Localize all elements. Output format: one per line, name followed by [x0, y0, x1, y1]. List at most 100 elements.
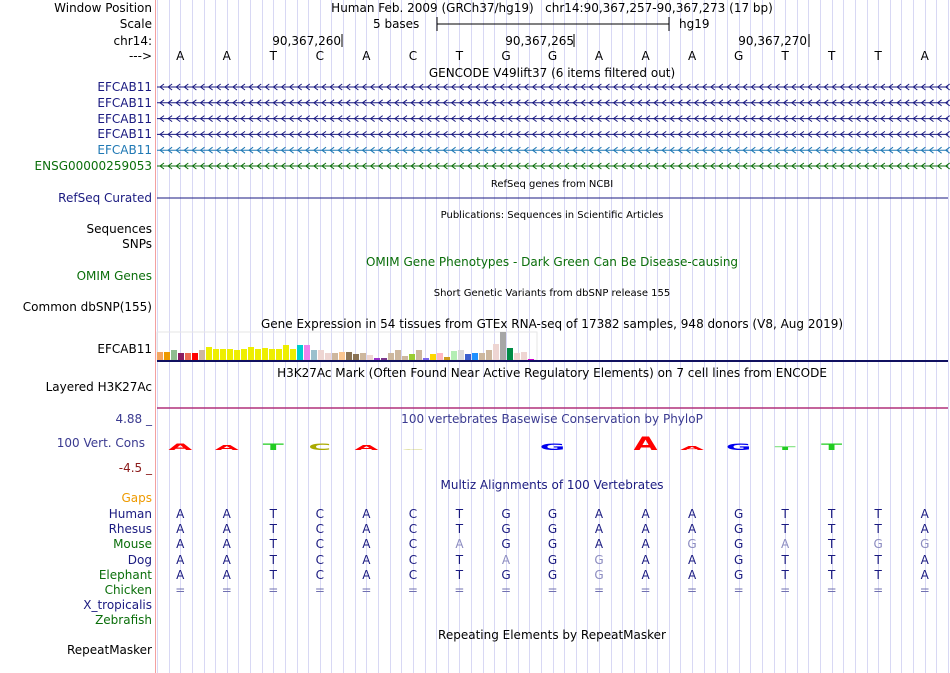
strand-arrow-icon: [159, 162, 950, 170]
species-label[interactable]: Zebrafish: [95, 613, 152, 628]
grid-line: [634, 0, 635, 673]
grid-line: [587, 0, 588, 673]
base-letter: T: [269, 49, 277, 63]
window-position: Human Feb. 2009 (GRCh37/hg19) chr14:90,3…: [331, 1, 773, 15]
gtex-bar: [507, 348, 513, 360]
gene-label[interactable]: ENSG00000259053: [34, 159, 152, 173]
alignment-base: A: [687, 567, 697, 582]
alignment-base: T: [455, 552, 464, 567]
grid-line: [797, 0, 798, 673]
alignment-base: A: [641, 522, 650, 537]
window-position-label: Window Position: [54, 1, 152, 15]
h3k27ac-label[interactable]: Layered H3K27Ac: [45, 380, 152, 394]
dbsnp-title[interactable]: Short Genetic Variants from dbSNP releas…: [433, 288, 671, 299]
omim-title[interactable]: OMIM Gene Phenotypes - Dark Green Can Be…: [365, 255, 739, 269]
grid-line: [390, 0, 391, 673]
conservation-letter: A: [354, 444, 379, 452]
publications-title[interactable]: Publications: Sequences in Scientific Ar…: [440, 210, 664, 221]
conservation-letter: T: [775, 446, 796, 451]
alignment-base: G: [501, 507, 511, 521]
alignment-base: A: [455, 537, 464, 552]
alignment-base: G: [594, 552, 604, 567]
grid-line: [273, 0, 274, 673]
gtex-bar: [164, 352, 170, 360]
gtex-bar: [367, 355, 373, 360]
phylop-title[interactable]: 100 vertebrates Basewise Conservation by…: [401, 412, 703, 426]
gtex-bar: [185, 353, 191, 360]
grid-line: [471, 0, 472, 673]
alignment-base: G: [733, 567, 744, 582]
strand-label: --->: [128, 49, 152, 63]
grid-line: [541, 0, 542, 673]
grid-line: [611, 0, 612, 673]
repeatmasker-title[interactable]: Repeating Elements by RepeatMasker: [438, 628, 666, 642]
grid-line: [262, 0, 263, 673]
alignment-base: T: [781, 552, 789, 567]
gtex-bar: [311, 350, 317, 360]
gtex-bar: [430, 354, 436, 360]
gene-label[interactable]: EFCAB11: [97, 127, 152, 142]
gtex-bar: [332, 353, 338, 360]
grid-line: [855, 0, 856, 673]
species-label[interactable]: Chicken: [104, 583, 152, 597]
gtex-bar: [465, 354, 471, 360]
grid-line: [169, 0, 170, 673]
gtex-bar: [206, 347, 212, 360]
snps-label[interactable]: SNPs: [122, 237, 152, 251]
phylop-max: 4.88 _: [115, 412, 152, 426]
omim-label[interactable]: OMIM Genes: [76, 269, 152, 283]
species-label[interactable]: Rhesus: [108, 522, 152, 537]
gtex-title[interactable]: Gene Expression in 54 tissues from GTEx …: [260, 317, 844, 331]
alignment-base: =: [733, 583, 744, 597]
alignment-base: T: [269, 552, 277, 567]
species-label[interactable]: Dog: [127, 552, 152, 567]
grid-line: [901, 0, 902, 673]
gtex-bar: [500, 332, 506, 360]
grid-line: [425, 0, 426, 673]
gene-label[interactable]: EFCAB11: [97, 95, 152, 110]
alignment-base: =: [268, 583, 279, 597]
alignment-base: C: [408, 567, 418, 582]
grid-line: [925, 0, 926, 673]
conservation-letter: C: [402, 449, 425, 450]
base-letter: A: [641, 49, 650, 63]
alignment-base: G: [547, 567, 558, 582]
repeatmasker-label[interactable]: RepeatMasker: [66, 643, 152, 657]
species-label[interactable]: Elephant: [98, 567, 152, 582]
species-label[interactable]: Human: [108, 507, 152, 521]
label-separator: [155, 0, 156, 673]
species-label[interactable]: Mouse: [113, 537, 152, 552]
alignment-base: A: [920, 507, 929, 521]
sequences-label[interactable]: Sequences: [86, 222, 152, 236]
gene-label[interactable]: EFCAB11: [97, 111, 152, 126]
gtex-label[interactable]: EFCAB11: [97, 342, 152, 356]
gtex-bar: [178, 353, 184, 360]
grid-line: [913, 0, 914, 673]
phylop-label[interactable]: 100 Vert. Cons: [56, 436, 145, 450]
alignment-base: =: [640, 583, 651, 597]
refseq-title[interactable]: RefSeq genes from NCBI: [490, 179, 614, 190]
multiz-title[interactable]: Multiz Alignments of 100 Vertebrates: [440, 478, 664, 492]
alignment-base: =: [175, 583, 186, 597]
alignment-base: T: [269, 522, 277, 537]
gtex-bar: [262, 348, 268, 360]
alignment-base: =: [919, 583, 930, 597]
gtex-bar: [388, 353, 394, 360]
coord-tick: 90,367,260: [272, 34, 341, 48]
gene-label[interactable]: EFCAB11: [97, 80, 152, 94]
strand-arrow-icon: [159, 83, 950, 91]
dbsnp-label[interactable]: Common dbSNP(155): [22, 300, 152, 314]
h3k27ac-title[interactable]: H3K27Ac Mark (Often Found Near Active Re…: [277, 366, 827, 380]
alignment-base: A: [176, 567, 185, 582]
gene-label[interactable]: EFCAB11: [97, 143, 152, 158]
alignment-base: G: [687, 537, 697, 552]
refseq-label[interactable]: RefSeq Curated: [58, 191, 152, 205]
gtex-bar: [486, 350, 492, 360]
species-label[interactable]: X_tropicalis: [83, 598, 152, 613]
gtex-bar: [234, 350, 240, 360]
gaps-label[interactable]: Gaps: [121, 491, 152, 505]
base-letter: T: [455, 49, 464, 63]
coord-tick: 90,367,270: [738, 34, 807, 48]
gencode-title[interactable]: GENCODE V49lift37 (6 items filtered out): [428, 66, 676, 80]
